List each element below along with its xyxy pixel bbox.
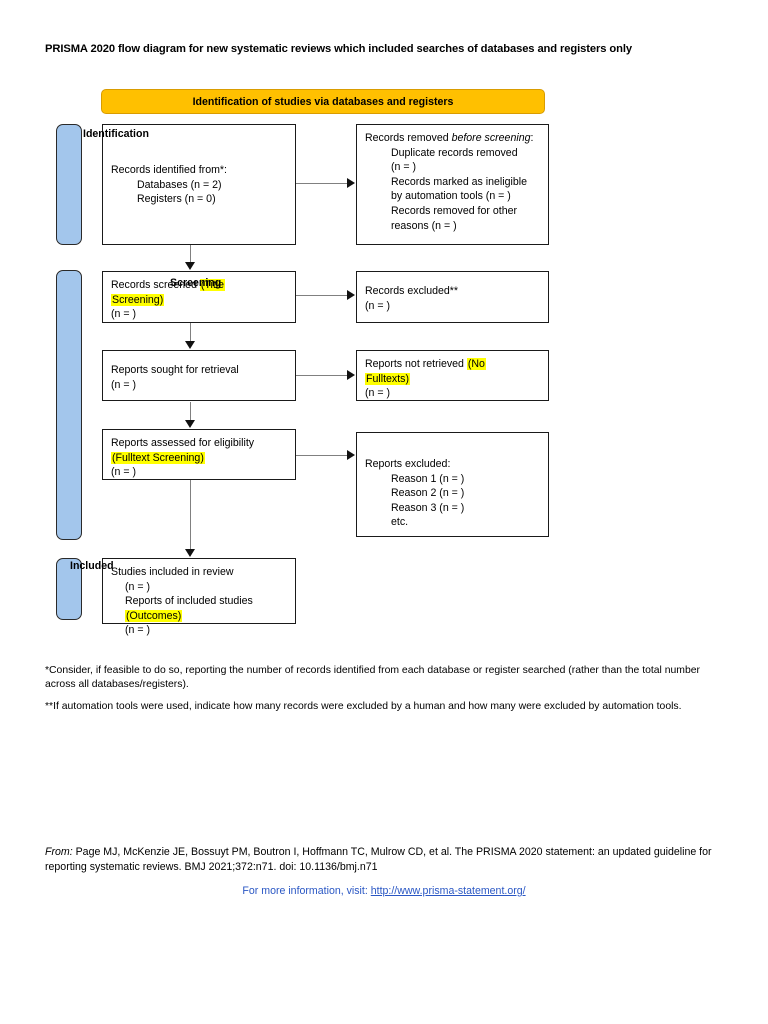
arrowhead-down-included [185, 549, 195, 557]
connector-vertical-assessed-included [190, 480, 192, 552]
connector-horizontal-screened-excluded [296, 295, 348, 297]
box-records-identified: Records identified from*: Databases (n =… [102, 124, 296, 245]
reports-not-retrieved-line1: Reports not retrieved (No [365, 357, 540, 372]
reports-assessed-line2-highlight: (Fulltext Screening) [111, 451, 205, 464]
reports-not-retrieved-line3: (n = ) [365, 387, 391, 400]
records-removed-title-italic: before screening [451, 132, 531, 144]
records-screened-line1-highlight: (Title [199, 279, 226, 291]
connector-vertical-screened-sought [190, 323, 192, 347]
reports-sought-line1: Reports sought for retrieval [111, 364, 239, 376]
phase-bar-screening [56, 270, 82, 540]
studies-included-line4-highlight: (Outcomes) [125, 609, 183, 622]
note-double-asterisk: **If automation tools were used, indicat… [45, 701, 682, 712]
studies-included-line2: (n = ) [125, 580, 151, 593]
phase-label-screening: Screening [170, 277, 222, 289]
connector-horizontal-identified-removed [296, 183, 348, 185]
phase-label-identification: Identification [83, 128, 149, 140]
records-removed-item-0: Duplicate records removed [391, 146, 518, 159]
studies-included-line1: Studies included in review [111, 566, 234, 578]
connector-vertical-identified-screened [190, 245, 192, 268]
reports-sought-line2: (n = ) [111, 378, 137, 391]
box-reports-not-retrieved: Reports not retrieved (No Fulltexts) (n … [356, 350, 549, 401]
records-removed-item-3: by automation tools (n = ) [391, 190, 511, 203]
box-records-removed: Records removed before screening: Duplic… [356, 124, 549, 245]
box-studies-included: Studies included in review (n = ) Report… [102, 558, 296, 636]
records-removed-item-4: Records removed for other [391, 205, 518, 218]
more-info: For more information, visit: http://www.… [0, 885, 768, 897]
box-records-screened: Records screened (Title Screening) (n = … [102, 271, 296, 323]
records-screened-line1-plain: Records screened [111, 279, 200, 291]
reports-excluded-item-2: Reason 3 (n = ) [391, 501, 465, 514]
records-removed-item-1: (n = ) [391, 161, 417, 174]
records-removed-item-2: Records marked as ineligible [391, 175, 528, 188]
connector-vertical-sought-assessed [190, 402, 192, 426]
arrowhead-down-assessed [185, 420, 195, 428]
reports-not-retrieved-line2-highlight: Fulltexts) [365, 372, 410, 385]
box-reports-sought: Reports sought for retrieval (n = ) [102, 350, 296, 401]
phase-bar-identification [56, 124, 82, 245]
studies-included-line5: (n = ) [125, 624, 151, 637]
phase-label-included: Included [70, 560, 114, 572]
reports-excluded-title: Reports excluded: [365, 458, 451, 470]
box-records-excluded: Records excluded** (n = ) [356, 271, 549, 323]
studies-included-line3: Reports of included studies [125, 595, 253, 608]
reports-not-retrieved-line2: Fulltexts) [365, 372, 540, 387]
arrowhead-right-excluded [347, 290, 355, 300]
connector-horizontal-sought-notretrieved [296, 375, 348, 377]
records-identified-item-registers: Registers (n = 0) [137, 193, 216, 206]
reports-assessed-line3: (n = ) [111, 466, 137, 479]
reports-excluded-item-3: etc. [391, 516, 409, 529]
records-identified-title: Records identified from*: [111, 164, 227, 176]
records-screened-line2: Screening) [111, 293, 287, 308]
citation-text: Page MJ, McKenzie JE, Bossuyt PM, Boutro… [45, 846, 712, 874]
reports-not-retrieved-line1-highlight: (No [466, 358, 486, 370]
more-info-label: For more information, visit: [242, 885, 371, 897]
reports-excluded-item-1: Reason 2 (n = ) [391, 487, 465, 500]
records-removed-title-suffix: : [530, 132, 534, 144]
reports-not-retrieved-line1-plain: Reports not retrieved [365, 358, 467, 370]
records-screened-line1: Records screened (Title [111, 278, 287, 293]
records-removed-title-prefix: Records removed [365, 132, 452, 144]
records-excluded-line2: (n = ) [365, 299, 391, 312]
connector-horizontal-assessed-reportsexcluded [296, 455, 348, 457]
box-reports-excluded: Reports excluded: Reason 1 (n = ) Reason… [356, 432, 549, 537]
records-removed-item-5: reasons (n = ) [391, 219, 457, 232]
note-single-asterisk: *Consider, if feasible to do so, reporti… [45, 665, 700, 691]
reports-assessed-line2: (Fulltext Screening) [111, 451, 287, 466]
arrowhead-down-sought [185, 341, 195, 349]
records-removed-title: Records removed before screening: [365, 131, 540, 146]
records-identified-item-databases: Databases (n = 2) [137, 178, 222, 191]
phase-bar-included [56, 558, 82, 620]
box-reports-assessed: Reports assessed for eligibility (Fullte… [102, 429, 296, 480]
citation-from-label: From: [45, 846, 73, 858]
stage-header-identification: Identification of studies via databases … [101, 89, 545, 114]
arrowhead-right-removed [347, 178, 355, 188]
page-title: PRISMA 2020 flow diagram for new systema… [45, 43, 633, 55]
reports-assessed-line1: Reports assessed for eligibility [111, 437, 255, 449]
arrowhead-down-screened [185, 262, 195, 270]
arrowhead-right-reportsexcluded [347, 450, 355, 460]
prisma-statement-link[interactable]: http://www.prisma-statement.org/ [370, 885, 526, 897]
reports-excluded-item-0: Reason 1 (n = ) [391, 472, 465, 485]
records-screened-line3: (n = ) [111, 308, 137, 321]
records-excluded-line1: Records excluded** [365, 285, 459, 297]
arrowhead-right-notretrieved [347, 370, 355, 380]
studies-included-line4: (Outcomes) [111, 609, 287, 624]
records-screened-line2-highlight: Screening) [111, 293, 165, 306]
citation: From: Page MJ, McKenzie JE, Bossuyt PM, … [45, 845, 723, 875]
